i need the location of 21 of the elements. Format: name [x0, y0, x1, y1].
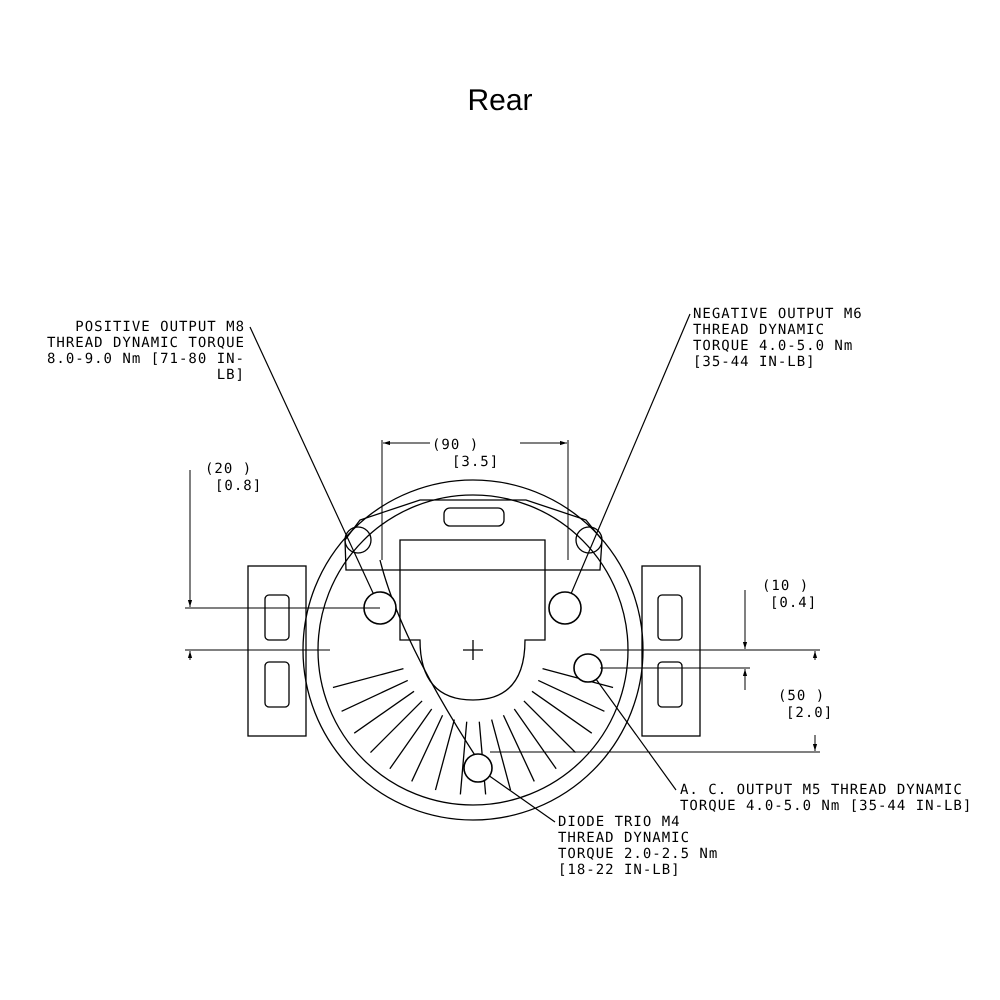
leader-line	[596, 679, 676, 790]
dimension-label: [0.8]	[215, 478, 262, 494]
terminal-stud	[463, 753, 493, 783]
leader-line	[249, 326, 374, 594]
dimension-label: [0.4]	[770, 595, 818, 611]
leader-line	[489, 776, 556, 822]
dimension-label: (10 )	[762, 578, 810, 594]
dimension-label: [2.0]	[786, 705, 834, 721]
callout-text: DIODE TRIO M4 THREAD DYNAMIC TORQUE 2.0-2.5 Nm [18-22 IN-LB]	[558, 814, 728, 878]
leader-line	[570, 314, 691, 594]
dimension-label: [3.5]	[452, 454, 500, 470]
callout-text: POSITIVE OUTPUT M8 THREAD DYNAMIC TORQUE 8.0-9.0 Nm [71-80 IN-LB]	[40, 319, 245, 383]
title: Rear	[466, 84, 534, 118]
terminal-stud	[573, 653, 603, 683]
callout-text: A. C. OUTPUT M5 THREAD DYNAMIC TORQUE 4.0-5.0 Nm [35-44 IN-LB]	[680, 782, 980, 814]
dimension-label: (50 )	[778, 688, 826, 704]
dimension-label: (20 )	[205, 461, 252, 477]
dimension-label: (90 )	[432, 437, 480, 453]
terminal-stud	[548, 591, 582, 625]
callout-text: NEGATIVE OUTPUT M6 THREAD DYNAMIC TORQUE 4.0-5.0 Nm [35-44 IN-LB]	[693, 306, 863, 370]
terminal-stud	[363, 591, 397, 625]
